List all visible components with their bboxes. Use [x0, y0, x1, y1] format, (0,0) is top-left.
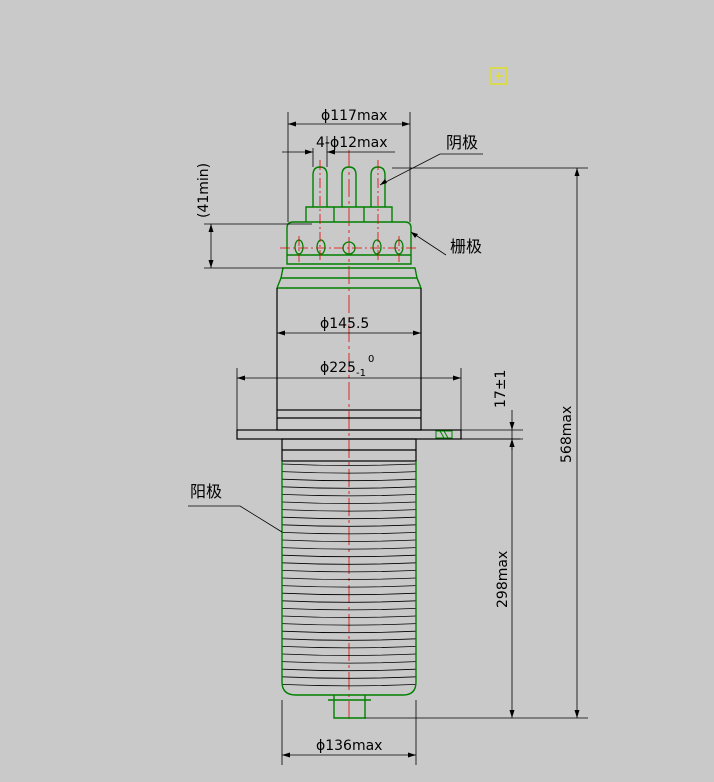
anode-fin — [281, 623, 417, 626]
pin-centerlines — [280, 160, 418, 262]
anode-shell — [281, 461, 417, 696]
anode-fin — [281, 653, 417, 656]
dim-phi145: ϕ145.5 — [320, 316, 369, 332]
dim-17: 17±1 — [493, 370, 509, 408]
dimension-lines — [188, 112, 588, 765]
anode-fin — [281, 608, 417, 611]
dim-phi225-sub: -1 — [356, 368, 366, 379]
anode-fin — [281, 486, 417, 489]
dim-568: 568max — [559, 406, 575, 463]
anode-fin — [281, 600, 417, 603]
bottom-stem — [328, 695, 371, 719]
label-grid: 栅极 — [450, 237, 482, 256]
tube-body — [236, 288, 462, 462]
dim-298: 298max — [495, 551, 511, 608]
flange-mark — [435, 430, 453, 439]
dim-41min: (41min) — [196, 163, 212, 218]
anode-fin — [281, 592, 417, 596]
anode-fin — [281, 463, 417, 466]
anode-fin — [281, 532, 417, 535]
anode-fin — [281, 478, 417, 482]
anode-fin — [281, 676, 417, 679]
anode-fin — [281, 539, 417, 542]
anode-fin — [281, 570, 417, 573]
anode-fin — [281, 509, 417, 512]
dim-phi225-sup: 0 — [368, 354, 374, 365]
label-anode: 阳极 — [190, 482, 222, 501]
anode-fins — [281, 463, 417, 687]
anode-fin — [281, 547, 417, 550]
anode-fin — [281, 494, 417, 497]
dimension-arrows — [208, 121, 580, 758]
dim-phi225: ϕ225-1 — [320, 360, 366, 379]
anode-fin — [281, 646, 417, 649]
anode-fin — [281, 501, 417, 504]
anode-fin — [281, 562, 417, 565]
anode-fin — [281, 585, 417, 588]
anode-fin — [281, 577, 417, 580]
anode-fin — [281, 661, 417, 664]
anode-fin — [281, 630, 417, 634]
label-cathode: 阴极 — [446, 133, 478, 152]
tube-outline — [276, 166, 422, 289]
anode-fin — [281, 516, 417, 520]
crosshair-square-icon — [490, 67, 508, 85]
dim-phi225-base: ϕ225 — [320, 360, 356, 376]
anode-fin — [281, 638, 417, 641]
dim-phi117: ϕ117max — [321, 108, 387, 124]
anode-fin — [281, 524, 417, 527]
anode-fin — [281, 471, 417, 474]
anode-fin — [281, 668, 417, 672]
anode-fin — [281, 684, 417, 687]
anode-fin — [281, 615, 417, 618]
dim-4-phi12: 4-ϕ12max — [316, 135, 388, 151]
anode-fin — [281, 554, 417, 558]
dim-phi136: ϕ136max — [316, 738, 382, 754]
